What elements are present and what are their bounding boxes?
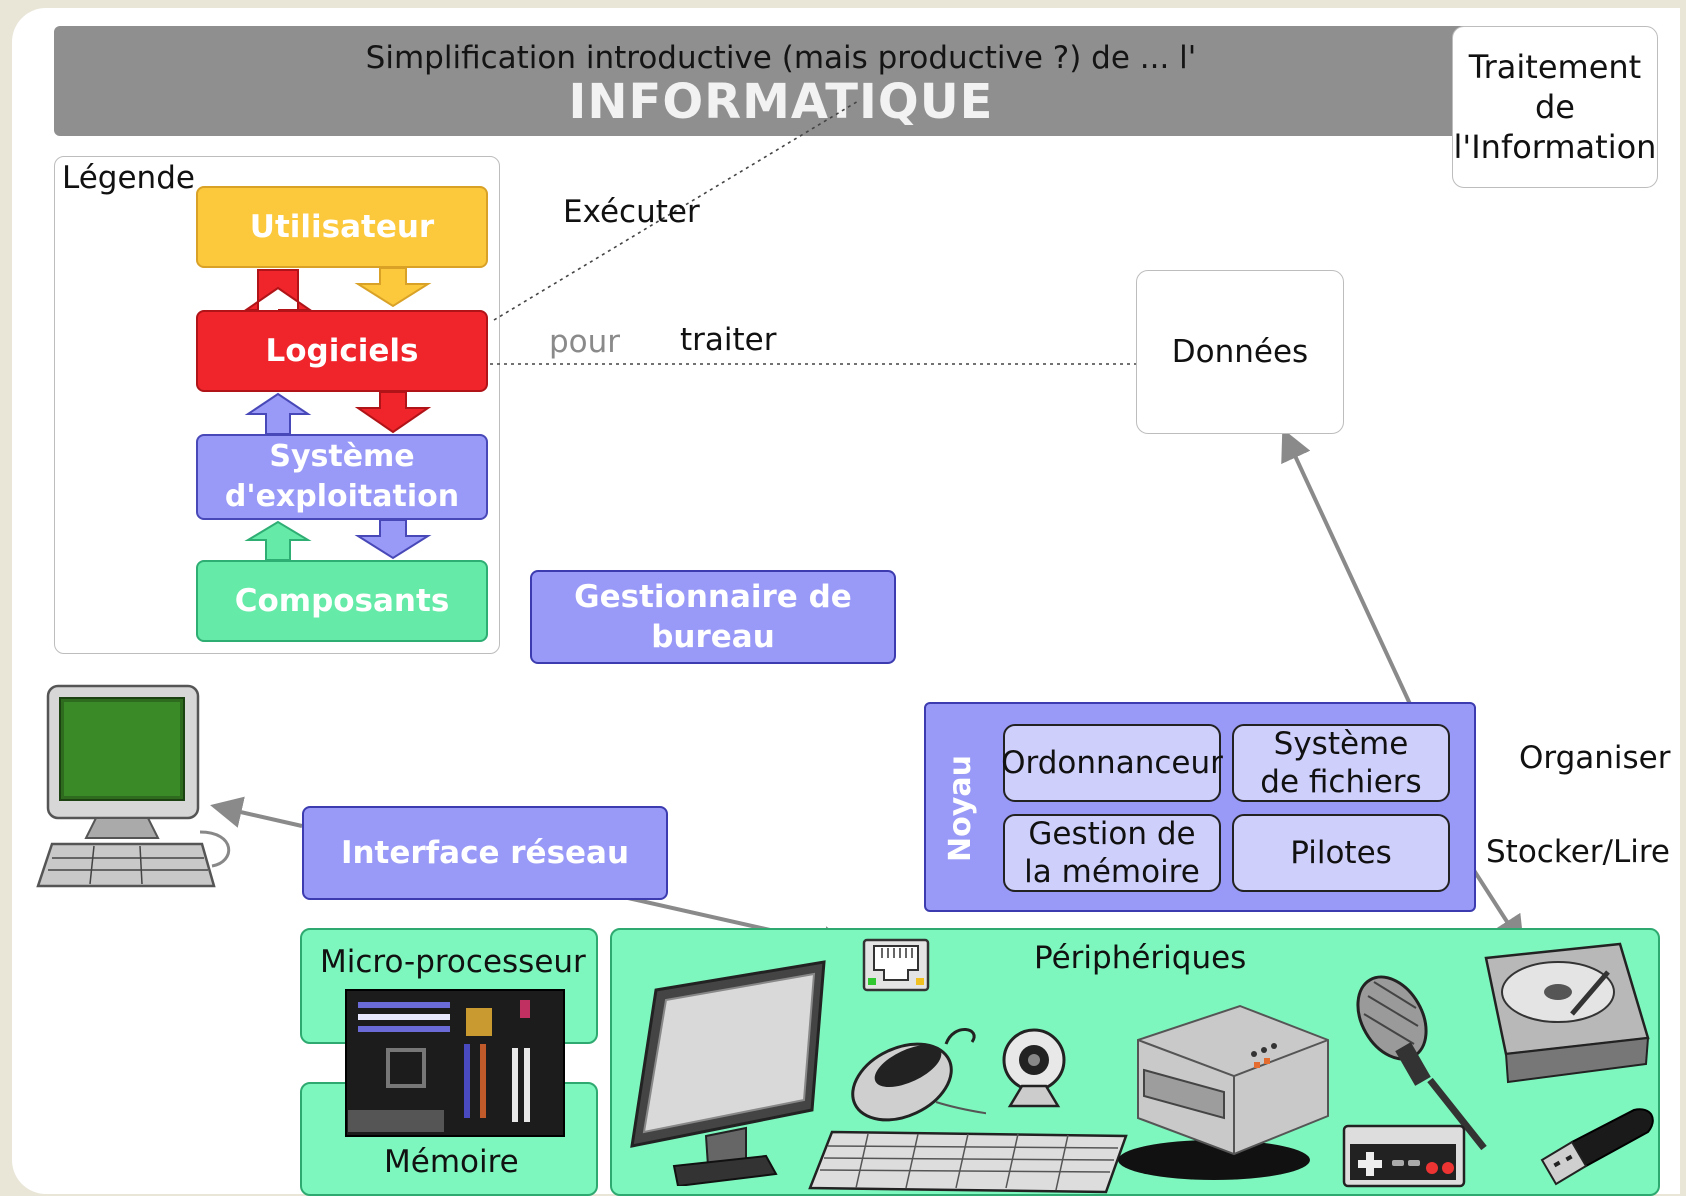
arrow-down-user-software <box>354 267 432 308</box>
legend-os-line1: Système <box>269 439 415 474</box>
desktop-manager-box: Gestionnaire de bureau <box>530 570 896 664</box>
iface-to-computer-arrow <box>210 796 303 828</box>
filesystem-line1: Système <box>1273 726 1409 762</box>
scheduler-box: Ordonnanceur <box>1001 724 1223 802</box>
legend-user-box: Utilisateur <box>196 186 488 268</box>
memory-mgmt-line1: Gestion de <box>1028 816 1196 852</box>
banner-subtitle: Simplification introductive (mais produc… <box>365 40 1197 76</box>
legend-title: Légende <box>62 160 195 196</box>
arrow-down-software-os <box>354 391 432 434</box>
peripherals-label: Périphériques <box>1034 940 1247 976</box>
kernel-to-data-arrow <box>1281 428 1412 705</box>
organize-label: Organiser <box>1519 740 1671 776</box>
legend-os-box: Système d'exploitation <box>196 434 488 520</box>
usb-key-icon <box>1540 1108 1654 1186</box>
hard-drive-icon <box>1484 942 1650 1084</box>
info-processing-box: Traitement de l'Information <box>1452 26 1658 188</box>
mouse-icon <box>851 1028 986 1122</box>
info-box-line1: Traitement <box>1468 48 1642 86</box>
title-banner: Simplification introductive (mais produc… <box>54 26 1508 136</box>
keyboard-icon <box>808 1130 1128 1194</box>
info-box-line2: de <box>1534 88 1575 126</box>
legend-os-line2: d'exploitation <box>224 479 460 514</box>
kernel-title-wrap: Noyau <box>937 718 983 898</box>
printer-icon <box>1118 1004 1329 1180</box>
legend-components-box: Composants <box>196 560 488 642</box>
computer-icon <box>36 684 231 888</box>
for-label: pour <box>549 324 621 360</box>
arrow-up-components-os <box>244 520 312 561</box>
network-port-icon <box>862 938 930 992</box>
webcam-icon <box>1002 1028 1066 1108</box>
memory-label: Mémoire <box>384 1144 519 1180</box>
arrow-up-software-user <box>242 269 314 311</box>
microphone-icon <box>1356 975 1487 1151</box>
banner-title: INFORMATIQUE <box>568 74 994 130</box>
process-label: traiter <box>680 322 777 358</box>
legend-software-box: Logiciels <box>196 310 488 392</box>
arrow-down-os-components <box>354 519 432 560</box>
desktop-manager-line1: Gestionnaire de <box>574 579 852 615</box>
motherboard-icon <box>345 989 565 1137</box>
info-box-line3: l'Information <box>1453 128 1657 166</box>
arrow-up-os-software <box>244 392 312 435</box>
network-interface-box: Interface réseau <box>302 806 668 900</box>
filesystem-line2: de fichiers <box>1260 764 1422 800</box>
microprocessor-label: Micro-processeur <box>320 944 586 980</box>
drivers-box: Pilotes <box>1232 814 1450 892</box>
store-read-label: Stocker/Lire <box>1486 834 1670 870</box>
execute-label: Exécuter <box>563 194 700 230</box>
monitor-icon <box>630 960 826 1186</box>
desktop-manager-line2: bureau <box>651 619 775 655</box>
execute-dotted-line <box>493 99 861 321</box>
data-box: Données <box>1136 270 1344 434</box>
gamepad-icon <box>1342 1124 1466 1188</box>
memory-mgmt-line2: la mémoire <box>1024 854 1200 890</box>
kernel-title: Noyau <box>942 754 978 862</box>
